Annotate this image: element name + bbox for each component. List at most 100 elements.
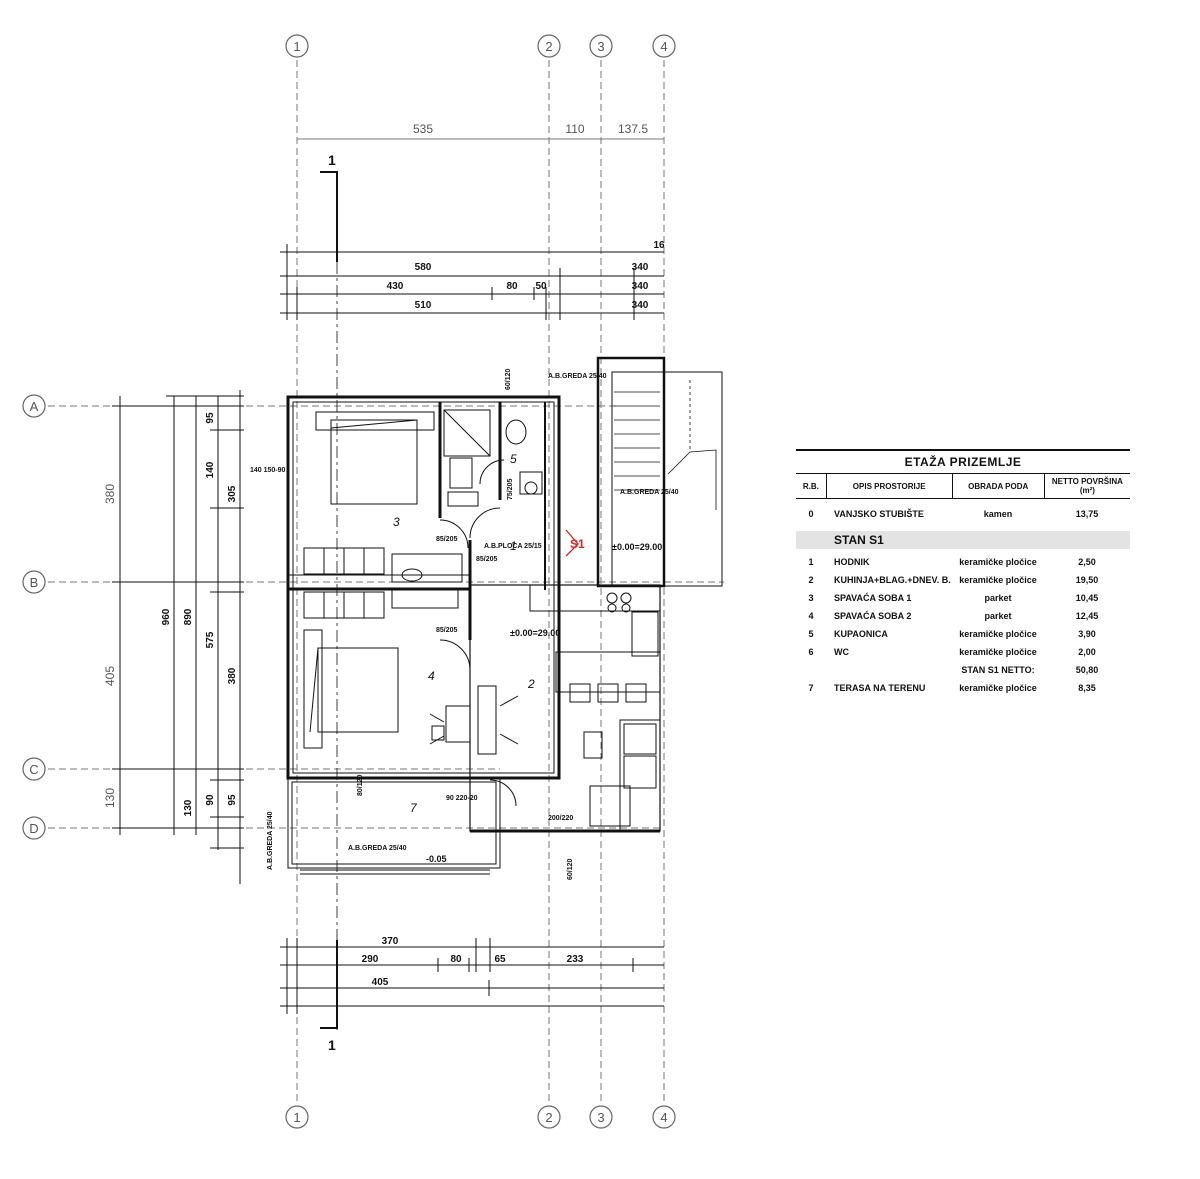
legend-cell-name: SPAVAĆA SOBA 1: [834, 593, 912, 603]
legend-cell-no: 4: [808, 611, 814, 621]
label-ploca: A.B.PLOCA 25/15: [484, 543, 542, 550]
dim-left-140: 140: [205, 461, 216, 478]
dim-edge-top: 16: [653, 240, 665, 251]
legend-cell-floor: keramičke pločice: [959, 647, 1037, 657]
legend-cell-floor: parket: [984, 593, 1012, 603]
label-door-3: 85/205: [436, 627, 458, 634]
dim-bottom-370: 370: [382, 936, 399, 947]
unit-entry-arrow-icon: [565, 529, 579, 557]
dim-bottom-65: 65: [494, 954, 506, 965]
legend-net-row: STAN S1 NETTO: 50,80: [796, 661, 1130, 679]
legend-net-value: 50,80: [1075, 665, 1099, 675]
legend-cell-area: 13,75: [1075, 509, 1099, 519]
section-mark-bottom: 1: [328, 1037, 336, 1053]
legend-title: ETAŽA PRIZEMLJE: [796, 451, 1130, 474]
room-legend-table: ETAŽA PRIZEMLJE R.B. OPIS PROSTORIJE OBR…: [796, 449, 1130, 697]
axis-bottom-2: 2: [545, 1110, 552, 1125]
legend-cell-no: 7: [808, 683, 814, 693]
room-number-4: 4: [428, 669, 435, 683]
label-level-2: ±0.00=29.00: [510, 628, 560, 638]
dim-left-405: 405: [103, 666, 117, 686]
section-mark-top: 1: [328, 152, 336, 168]
legend-row: 3 SPAVAĆA SOBA 1 parket 10,45: [796, 589, 1130, 607]
legend-row: 4 SPAVAĆA SOBA 2 parket 12,45: [796, 607, 1130, 625]
label-greda-left: A.B.GREDA 25/40: [267, 811, 274, 870]
label-window-terrace: 80/120: [357, 774, 364, 796]
legend-net-label: STAN S1 NETTO:: [961, 665, 1035, 675]
dim-left-95b: 95: [227, 794, 238, 806]
dim-left-90: 90: [205, 794, 216, 806]
label-window-door: 90 220-20: [446, 795, 478, 802]
legend-cell-name: TERASA NA TERENU: [834, 683, 926, 693]
label-greda-bottom: A.B.GREDA 25/40: [348, 845, 407, 852]
label-window-top: 60/120: [505, 368, 512, 390]
legend-cell-floor: parket: [984, 611, 1012, 621]
dim-left-575: 575: [205, 631, 216, 648]
axis-top-3: 3: [597, 39, 604, 54]
dim-grid-110: 110: [565, 122, 584, 136]
label-level-3: -0.05: [426, 854, 447, 864]
legend-cell-area: 8,35: [1078, 683, 1096, 693]
legend-header-no: R.B.: [796, 474, 827, 498]
legend-cell-floor: kamen: [983, 509, 1013, 519]
dim-bottom-80: 80: [450, 954, 462, 965]
legend-cell-area: 2,50: [1078, 557, 1096, 567]
axis-top-1: 1: [293, 39, 300, 54]
axis-left-a: A: [30, 399, 39, 414]
dim-row3-340: 340: [632, 300, 649, 311]
legend-cell-name: HODNIK: [834, 557, 870, 567]
legend-header-room: OPIS PROSTORIJE: [827, 474, 953, 498]
legend-cell-floor: keramičke pločice: [959, 683, 1037, 693]
axis-left-b: B: [30, 575, 39, 590]
legend-cell-no: 6: [808, 647, 814, 657]
legend-cell-no: 0: [808, 509, 814, 519]
axis-top-2: 2: [545, 39, 552, 54]
room-number-3: 3: [393, 515, 400, 529]
label-level-1: ±0.00=29.00: [612, 542, 662, 552]
dim-left-890: 890: [183, 608, 194, 625]
label-greda-top: A.B.GREDA 25/40: [548, 373, 607, 380]
axis-left-c: C: [29, 762, 38, 777]
legend-cell-no: 2: [808, 575, 814, 585]
legend-cell-area: 12,45: [1075, 611, 1099, 621]
legend-cell-area: 3,90: [1078, 629, 1096, 639]
legend-row: 1 HODNIK keramičke pločice 2,50: [796, 553, 1130, 571]
dim-row1-340: 340: [632, 262, 649, 273]
legend-header-area: NETTO POVRŠINA (m²): [1051, 477, 1123, 495]
dim-left-130b: 130: [183, 799, 194, 816]
label-door-wide: 200/220: [548, 815, 573, 822]
legend-cell-name: WC: [834, 647, 849, 657]
axis-bottom-1: 1: [293, 1110, 300, 1125]
legend-cell-name: KUPAONICA: [834, 629, 888, 639]
legend-cell-floor: keramičke pločice: [959, 575, 1037, 585]
legend-header: R.B. OPIS PROSTORIJE OBRADA PODA NETTO P…: [796, 474, 1130, 499]
legend-cell-area: 10,45: [1075, 593, 1099, 603]
dim-bottom-290: 290: [362, 954, 379, 965]
dim-grid-137: 137.5: [618, 122, 648, 136]
legend-cell-name: KUHINJA+BLAG.+DNEV. B.: [834, 575, 951, 585]
label-greda-stair: A.B.GREDA 25/40: [620, 489, 679, 496]
label-door-2: 85/205: [476, 556, 498, 563]
legend-cell-no: 3: [808, 593, 814, 603]
legend-cell-no: 5: [808, 629, 814, 639]
legend-row: 5 KUPAONICA keramičke pločice 3,90: [796, 625, 1130, 643]
legend-row: 2 KUHINJA+BLAG.+DNEV. B. keramičke ploči…: [796, 571, 1130, 589]
legend-section-title: STAN S1: [796, 531, 1130, 549]
label-door-4: 75/205: [507, 478, 514, 500]
legend-cell-no: 1: [808, 557, 814, 567]
legend-cell-area: 2,00: [1078, 647, 1096, 657]
axis-bottom-3: 3: [597, 1110, 604, 1125]
legend-cell-area: 19,50: [1075, 575, 1099, 585]
label-unit-tag: S1: [570, 537, 585, 551]
dim-grid-535: 535: [413, 122, 433, 136]
dim-bottom-233: 233: [567, 954, 584, 965]
dim-row3-510: 510: [415, 300, 432, 311]
dim-left-380: 380: [103, 484, 117, 504]
legend-row: 6 WC keramičke pločice 2,00: [796, 643, 1130, 661]
dim-left-305: 305: [227, 485, 238, 502]
dim-row2-80: 80: [506, 281, 518, 292]
room-number-5: 5: [510, 452, 517, 466]
dim-row2-340: 340: [632, 281, 649, 292]
axis-top-4: 4: [660, 39, 667, 54]
